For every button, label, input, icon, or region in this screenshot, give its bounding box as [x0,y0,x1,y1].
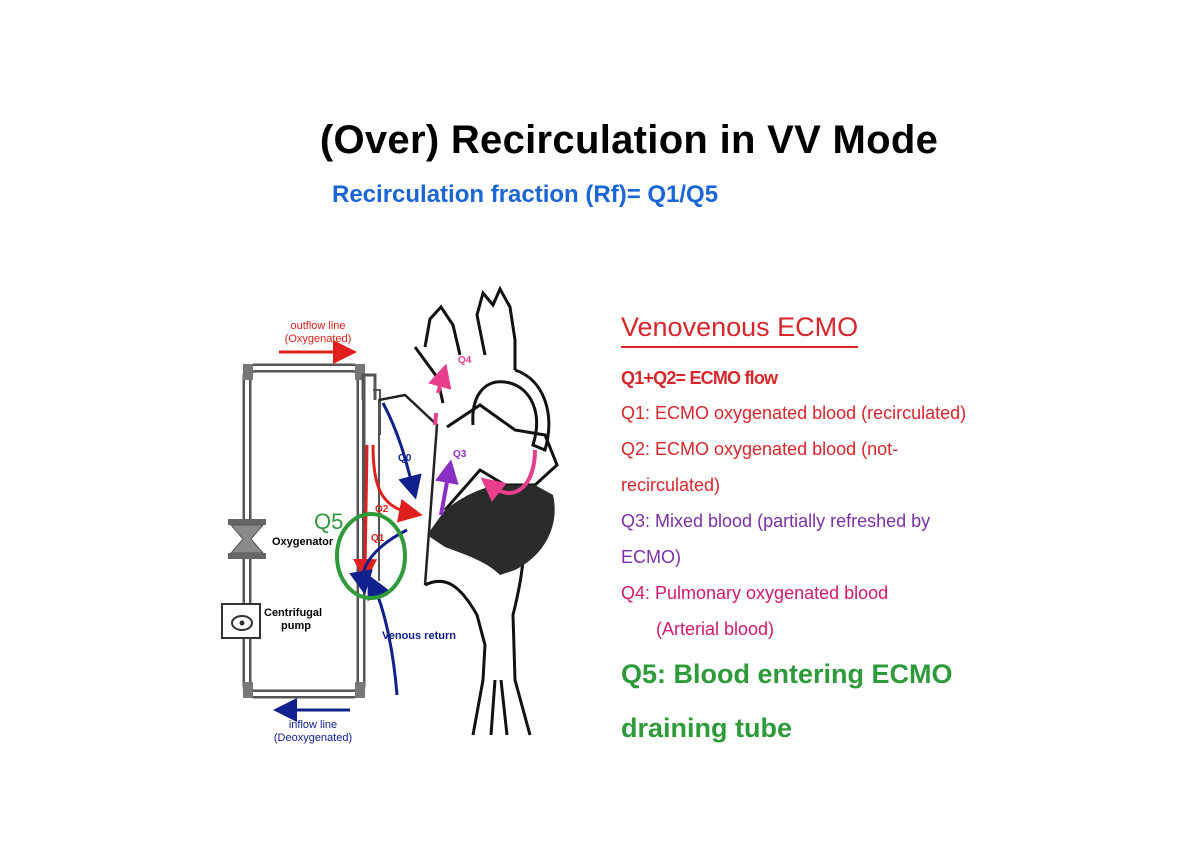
legend-formula: Q1+Q2= ECMO flow [621,368,778,388]
q1-flow-arrow [353,444,378,583]
venous-return-arrow [367,574,399,696]
q5-circle [335,512,407,600]
inflow-state-label: (Deoxygenated) [274,732,352,744]
legend-q4-line1: Q4: Pulmonary oxygenated blood [621,583,889,603]
ecmo-circuit [242,363,366,699]
q0-label: Q0 [398,453,412,464]
legend-q3-line2: ECMO) [621,547,681,567]
q2-flow-arrow [371,444,423,523]
q1-label: Q1 [371,533,385,544]
q3-flow-arrow [435,459,459,516]
legend-q4-line2: (Arterial blood) [656,619,775,639]
inflow-line-label: inflow line [289,719,337,731]
pump-label-line2: pump [281,620,311,632]
ventricle-shadow [427,485,555,575]
q3-mix-arrow [480,449,537,502]
oxygenator-icon [228,519,266,559]
outflow-line-label: outflow line [290,320,345,332]
legend-q2-line2: recirculated) [621,475,721,495]
vv-ecmo-diagram: outflow line (Oxygenated) inflow line (D… [221,285,559,744]
q5-label: Q5 [314,509,343,534]
q4-label: Q4 [458,355,472,366]
q2-label: Q2 [375,504,389,515]
legend-panel: Venovenous ECMO Q1+Q2= ECMO flow Q1: ECM… [621,310,1041,755]
pump-label-line1: Centrifugal [264,607,322,619]
legend-q5-line1: Q5: Blood entering ECMO [621,659,953,689]
q0-flow-arrow [381,402,422,500]
q4-flow-arrow [435,375,443,426]
legend-q2-line1: Q2: ECMO oxygenated blood (not- [621,439,899,459]
legend-q3-line1: Q3: Mixed blood (partially refreshed by [621,511,931,531]
page-title: (Over) Recirculation in VV Mode [319,118,939,162]
oxygenator-label: Oxygenator [272,536,334,548]
legend-q5-line2: draining tube [621,713,792,743]
outflow-state-label: (Oxygenated) [285,333,352,345]
venous-return-label: Venous return [382,630,456,642]
centrifugal-pump-icon [221,603,261,639]
q3-label: Q3 [453,449,467,460]
legend-heading: Venovenous ECMO [621,310,859,348]
legend-q1: Q1: ECMO oxygenated blood (recirculated) [621,403,967,423]
page-subtitle: Recirculation fraction (Rf)= Q1/Q5 [332,181,719,208]
